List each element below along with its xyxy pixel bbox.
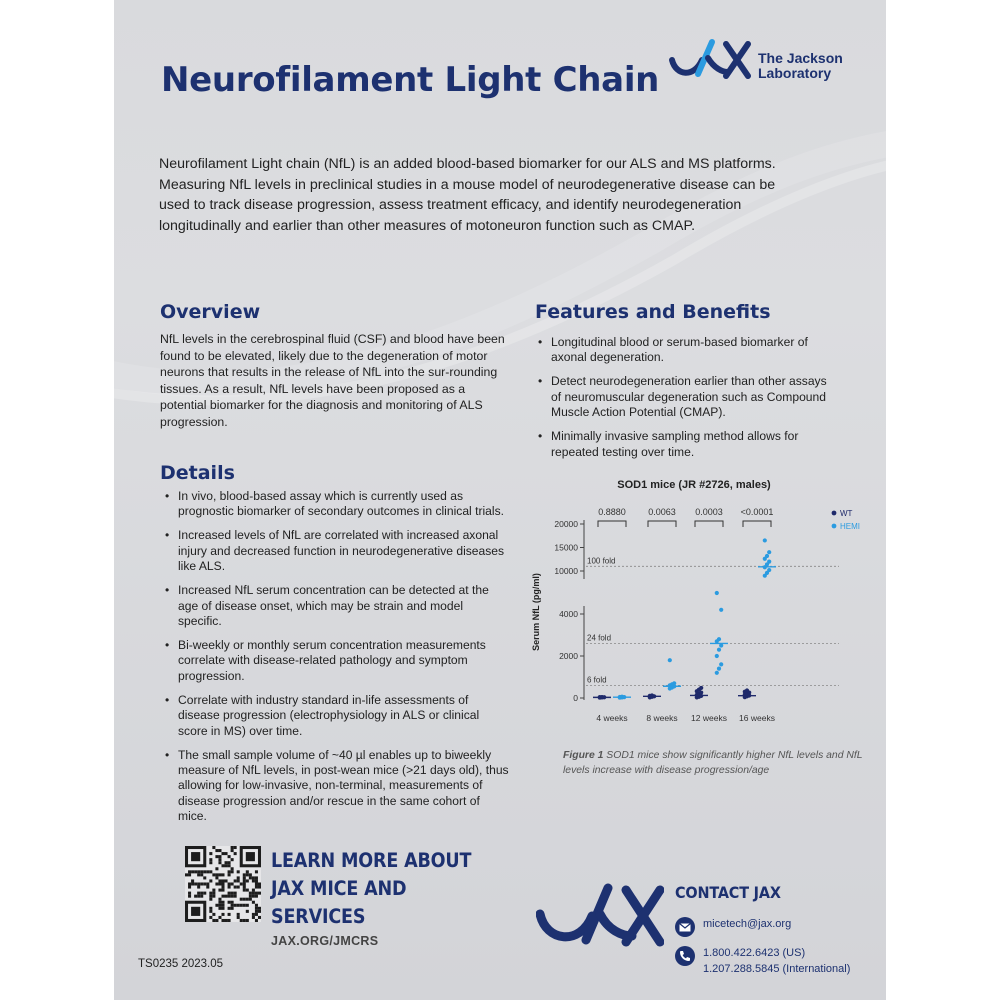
data-point-hemi: [716, 647, 722, 652]
chart-ylabel: Serum NfL (pg/ml): [531, 573, 541, 651]
fold-label: 24 fold: [587, 633, 611, 642]
x-tick-label: 4 weeks: [596, 713, 627, 723]
data-point-hemi: [767, 550, 772, 555]
phone-icon: [675, 946, 695, 966]
pvalue-bracket: [694, 520, 724, 527]
learn-more-line1: LEARN MORE ABOUT: [271, 849, 472, 872]
pvalue-bracket: [597, 520, 627, 527]
pvalue-bracket: [742, 520, 772, 527]
list-item: Increased levels of NfL are correlated w…: [162, 528, 510, 574]
document-code: TS0235 2023.05: [138, 958, 224, 970]
y-tick-label: 2000: [559, 651, 578, 661]
nfl-chart-svg: SOD1 mice (JR #2726, males) Serum NfL (pg…: [531, 479, 860, 723]
chart-title: SOD1 mice (JR #2726, males): [617, 479, 771, 491]
pvalue-label: 0.0003: [695, 507, 723, 517]
y-tick-label: 10000: [554, 566, 578, 576]
data-point-hemi: [714, 653, 719, 659]
data-point-hemi: [716, 666, 722, 671]
data-point-hemi: [716, 637, 722, 642]
page-title: Neurofilament Light Chain: [161, 60, 660, 100]
data-point-hemi: [672, 681, 677, 686]
pvalue-label: 0.0063: [648, 507, 676, 517]
data-point-hemi: [764, 562, 770, 567]
list-item: In vivo, blood-based assay which is curr…: [162, 489, 510, 520]
list-item: The small sample volume of ~40 µl enable…: [162, 748, 510, 825]
data-point-wt: [699, 685, 704, 691]
features-heading: Features and Benefits: [535, 301, 771, 323]
data-point-hemi: [762, 556, 767, 561]
data-point-wt: [699, 690, 704, 695]
pvalue-bracket: [647, 520, 677, 527]
x-tick-label: 12 weeks: [691, 713, 727, 723]
contact-email[interactable]: micetech@jax.org: [703, 918, 792, 930]
data-point-hemi: [667, 658, 672, 663]
data-point-hemi: [764, 553, 770, 559]
list-item: Bi-weekly or monthly serum concentration…: [162, 638, 510, 684]
data-point-wt: [744, 688, 750, 693]
y-tick-label: 0: [573, 693, 578, 703]
details-heading: Details: [160, 462, 235, 484]
legend-marker: [831, 510, 837, 516]
figure-caption: Figure 1 SOD1 mice show significantly hi…: [563, 750, 863, 776]
contact-phone-row: 1.800.422.6423 (US) 1.207.288.5845 (Inte…: [675, 946, 850, 977]
y-tick-label: 4000: [559, 609, 578, 619]
legend-label: WT: [840, 509, 853, 518]
list-item: Detect neurodegeneration earlier than ot…: [535, 374, 835, 420]
contact-heading: CONTACT JAX: [675, 883, 781, 902]
list-item: Minimally invasive sampling method allow…: [535, 429, 835, 460]
data-point-hemi: [714, 590, 719, 596]
fold-label: 6 fold: [587, 675, 607, 684]
data-point-hemi: [762, 573, 767, 578]
intro-paragraph: Neurofilament Light chain (NfL) is an ad…: [159, 156, 776, 235]
qr-code-icon[interactable]: [185, 846, 261, 922]
list-item: Correlate with industry standard in-life…: [162, 693, 510, 739]
legend-marker: [831, 523, 837, 529]
contact-email-row[interactable]: micetech@jax.org: [675, 917, 791, 937]
list-item: Increased NfL serum concentration can be…: [162, 583, 510, 629]
data-point-hemi: [719, 662, 724, 667]
contact-phone-us[interactable]: 1.800.422.6423 (US): [703, 947, 806, 959]
legend-label: HEMI: [840, 522, 860, 531]
jax-logo-large-icon: [536, 883, 664, 947]
data-point-hemi: [762, 538, 767, 543]
pvalue-label: <0.0001: [741, 507, 774, 517]
y-tick-label: 15000: [554, 543, 578, 553]
jax-logo: The Jackson Laboratory: [668, 38, 886, 84]
overview-text: NfL levels in the cerebrospinal fluid (C…: [160, 332, 505, 429]
nfl-chart: SOD1 mice (JR #2726, males) Serum NfL (pg…: [509, 472, 879, 782]
x-tick-label: 8 weeks: [646, 713, 677, 723]
learn-more-line2: JAX MICE AND SERVICES: [271, 877, 407, 928]
data-point-hemi: [719, 607, 724, 612]
data-point-hemi: [764, 570, 770, 575]
jax-logo-text: The Jackson Laboratory: [758, 50, 843, 81]
list-item: Longitudinal blood or serum-based biomar…: [535, 335, 835, 366]
details-list: In vivo, blood-based assay which is curr…: [162, 489, 510, 833]
overview-heading: Overview: [160, 301, 261, 323]
x-tick-label: 16 weeks: [739, 713, 775, 723]
learn-more-block: LEARN MORE ABOUT JAX MICE AND SERVICES J…: [271, 847, 511, 948]
data-sheet: Neurofilament Light Chain The Jackson La…: [114, 0, 886, 1000]
y-tick-label: 20000: [554, 519, 578, 529]
features-list: Longitudinal blood or serum-based biomar…: [535, 335, 835, 469]
pvalue-label: 0.8880: [598, 507, 626, 517]
fold-label: 100 fold: [587, 556, 615, 565]
data-point-hemi: [767, 567, 772, 573]
learn-more-link[interactable]: JAX.ORG/JMCRS: [271, 934, 379, 948]
jax-logo-icon: [669, 39, 751, 79]
data-point-hemi: [719, 643, 724, 648]
data-point-hemi: [767, 559, 772, 564]
email-icon: [675, 917, 695, 937]
data-point-hemi: [714, 670, 719, 675]
contact-phone-intl[interactable]: 1.207.288.5845 (International): [703, 962, 851, 975]
